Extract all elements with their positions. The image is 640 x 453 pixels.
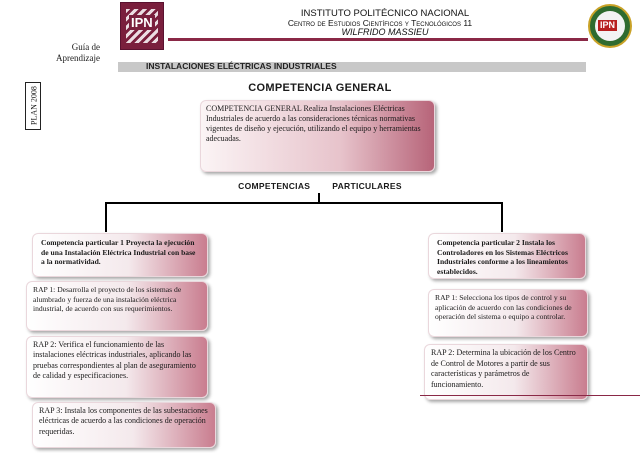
- competencias-label: COMPETENCIAS: [238, 181, 311, 191]
- school-name: Centro de Estudios Científicos y Tecnoló…: [287, 18, 473, 28]
- left-rap-1: RAP 1: Desarrolla el proyecto de los sis…: [26, 281, 208, 331]
- particular-competences-title: COMPETENCIAS PARTICULARES: [200, 181, 440, 191]
- seal-label: IPN: [598, 20, 618, 31]
- guide-label-line2: Aprendizaje: [56, 53, 100, 63]
- institution-name: INSTITUTO POLITÉCNICO NACIONAL: [300, 8, 470, 19]
- connector-top-vertical: [318, 193, 320, 203]
- connector-right-vertical: [501, 202, 503, 232]
- section-bar: INSTALACIONES ELÉCTRICAS INDUSTRIALES: [118, 61, 586, 72]
- connector-horizontal: [105, 202, 503, 204]
- right-rap-2: RAP 2: Determina la ubicación de los Cen…: [424, 344, 588, 400]
- header-divider: [168, 38, 588, 41]
- particular-competence-1: Competencia particular 1 Proyecta la eje…: [32, 233, 208, 277]
- connector-left-vertical: [105, 202, 107, 232]
- left-rap-3: RAP 3: Instala los componentes de las su…: [32, 402, 216, 448]
- particular-competence-2: Competencia particular 2 Instala los Con…: [428, 233, 586, 279]
- section-title: INSTALACIONES ELÉCTRICAS INDUSTRIALES: [146, 61, 337, 71]
- school-subtitle: WILFRIDO MASSIEU: [341, 27, 429, 37]
- guide-label: Guía de Aprendizaje: [40, 42, 100, 64]
- plan-badge: PLAN 2008: [25, 82, 41, 130]
- left-rap-2: RAP 2: Verifica el funcionamiento de las…: [26, 336, 208, 398]
- logo-left-text: IPN: [129, 15, 155, 30]
- particulares-label: PARTICULARES: [332, 181, 402, 191]
- general-competence-title: COMPETENCIA GENERAL: [248, 82, 392, 94]
- plan-text: PLAN 2008: [29, 86, 39, 125]
- general-competence-box: COMPETENCIA GENERAL Realiza Instalacione…: [200, 100, 435, 172]
- right-rap-1: RAP 1: Selecciona los tipos de control y…: [428, 289, 588, 337]
- guide-label-line1: Guía de: [71, 42, 100, 52]
- cecyt-seal-logo: IPN: [588, 4, 632, 48]
- decorative-rule: [420, 395, 640, 396]
- ipn-logo-left: IPN: [120, 2, 164, 50]
